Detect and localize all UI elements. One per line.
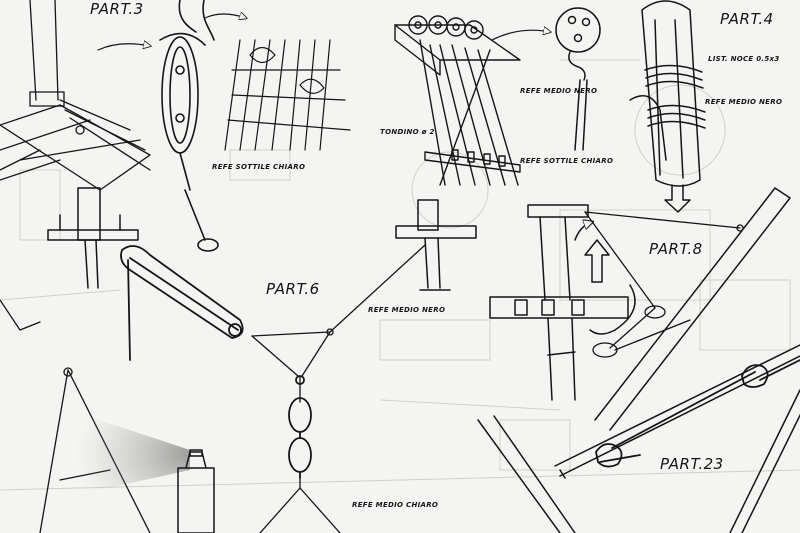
part6-rigging-lines <box>251 244 426 533</box>
note-refe-medio-chiaro: REFE MEDIO CHIARO <box>352 501 439 509</box>
part3-ratline-grid <box>224 39 351 151</box>
part8-rigging <box>584 211 744 358</box>
part3-label: PART.3 <box>90 0 144 18</box>
glue-bottle <box>177 449 215 533</box>
part6-right-top-assembly <box>395 199 477 291</box>
note-refe-sottile-chiaro-rail: REFE SOTTILE CHIARO <box>520 157 614 165</box>
part3-block-with-pulleys <box>159 0 219 252</box>
note-refe-medio-nero-part6: REFE MEDIO NERO <box>368 306 446 314</box>
note-refe-sottile-chiaro-part3: REFE SOTTILE CHIARO <box>212 163 306 171</box>
deadeye-rail-detail <box>394 15 521 186</box>
deadeye-arrow <box>491 30 550 41</box>
spray-mist <box>75 412 190 495</box>
part23-blocks <box>595 359 800 468</box>
note-tondino: TONDINO ø 2 <box>380 128 435 136</box>
part8-mast-assembly <box>489 204 629 401</box>
background-faint-drawings <box>0 59 800 491</box>
part3-arrows <box>97 14 246 51</box>
part4-mast-doubling <box>629 0 706 213</box>
part8-hook-and-arrows <box>574 222 636 335</box>
part3-mast-top-detail <box>0 0 151 191</box>
note-refe-medio-nero-part4: REFE MEDIO NERO <box>705 98 783 106</box>
part23-label: PART.23 <box>660 455 724 473</box>
deadeye-enlarged <box>555 7 601 151</box>
part6-left-block <box>120 245 244 361</box>
part6-left-top-assembly <box>47 187 139 289</box>
part4-label: PART.4 <box>720 10 774 28</box>
note-list-noce: LIST. NOCE 0.5x3 <box>708 55 780 63</box>
part8-label: PART.8 <box>649 240 703 258</box>
diagonal-spar-right <box>594 187 791 431</box>
note-refe-medio-nero-deadeye: REFE MEDIO NERO <box>520 87 598 95</box>
part6-label: PART.6 <box>266 280 320 298</box>
part6-hanging-blocks <box>288 375 312 479</box>
